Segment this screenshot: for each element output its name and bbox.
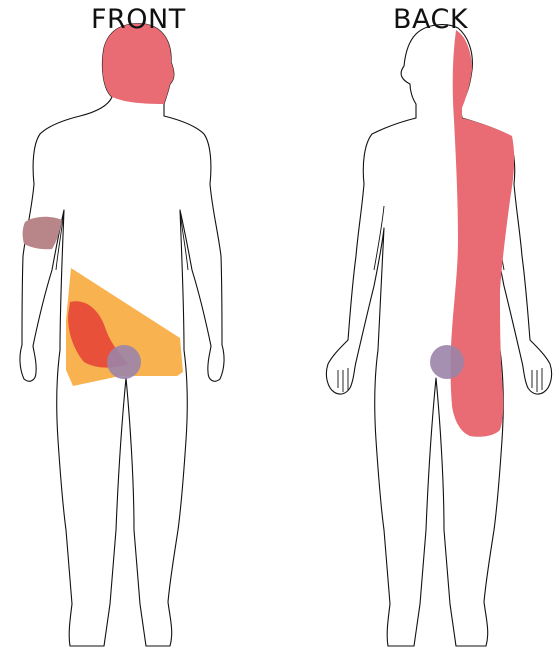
- back-hip-joint-marker: [430, 345, 464, 379]
- front-head-region: [102, 24, 173, 104]
- back-strip-region: [451, 30, 515, 437]
- front-figure: [20, 24, 224, 646]
- front-hip-joint-marker: [107, 345, 141, 379]
- back-view-label: BACK: [393, 4, 468, 35]
- front-view-label: FRONT: [91, 4, 186, 35]
- back-body-outline: [326, 25, 551, 646]
- back-figure: [326, 25, 551, 646]
